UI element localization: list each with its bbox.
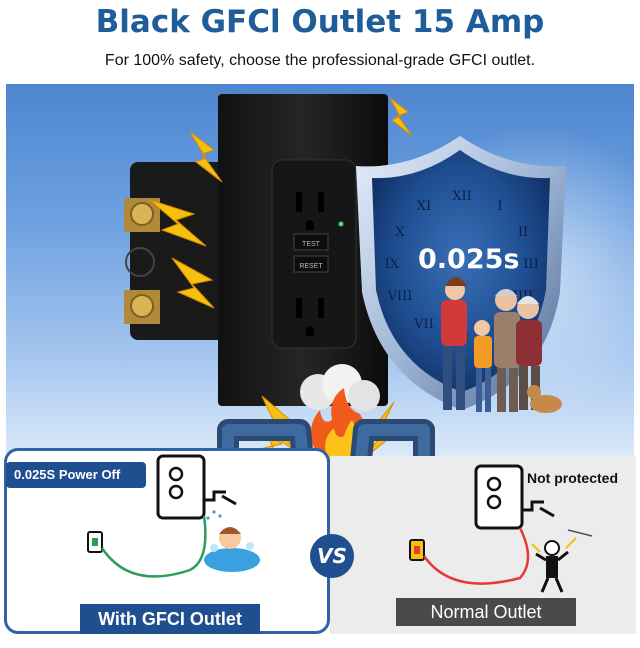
unsafe-cord bbox=[422, 527, 530, 585]
water-heater-icon bbox=[156, 454, 226, 520]
gfci-footer-label: With GFCI Outlet bbox=[80, 604, 260, 634]
family-illustration bbox=[441, 277, 562, 413]
svg-text:VIII: VIII bbox=[387, 289, 413, 304]
reset-button-label: RESET bbox=[299, 263, 323, 270]
not-protected-label: Not protected bbox=[527, 470, 618, 486]
svg-text:II: II bbox=[518, 225, 528, 240]
water-heater-icon-normal bbox=[474, 464, 555, 530]
shower-head-icon bbox=[206, 494, 237, 520]
svg-text:XI: XI bbox=[417, 199, 431, 214]
safe-cord bbox=[100, 515, 207, 578]
electrocuted-person-icon bbox=[531, 537, 577, 593]
svg-text:XII: XII bbox=[452, 189, 472, 204]
svg-text:IX: IX bbox=[385, 257, 400, 272]
stray-wire bbox=[567, 529, 593, 537]
vs-badge bbox=[310, 534, 354, 578]
svg-text:VII: VII bbox=[413, 317, 434, 332]
normal-footer-label: Normal Outlet bbox=[396, 598, 576, 626]
svg-text:III: III bbox=[523, 257, 538, 272]
trip-time-readout: 0.025s bbox=[418, 244, 520, 275]
fire-explosion-icon bbox=[300, 364, 380, 460]
lightning-icon bbox=[149, 97, 413, 309]
svg-text:X: X bbox=[395, 225, 405, 240]
bathing-child-icon bbox=[204, 527, 260, 572]
test-button-label: TEST bbox=[302, 241, 321, 248]
page-subtitle: For 100% safety, choose the professional… bbox=[104, 52, 536, 69]
svg-text:I: I bbox=[497, 199, 502, 214]
normal-plug-icon bbox=[409, 539, 425, 561]
page-title: Black GFCl Outlet 15 Amp bbox=[95, 4, 545, 40]
vs-label: VS bbox=[317, 544, 347, 568]
gfci-plug-icon bbox=[87, 531, 103, 553]
power-off-badge: 0.025S Power Off bbox=[6, 462, 146, 488]
outlet-faceplate bbox=[218, 94, 388, 406]
